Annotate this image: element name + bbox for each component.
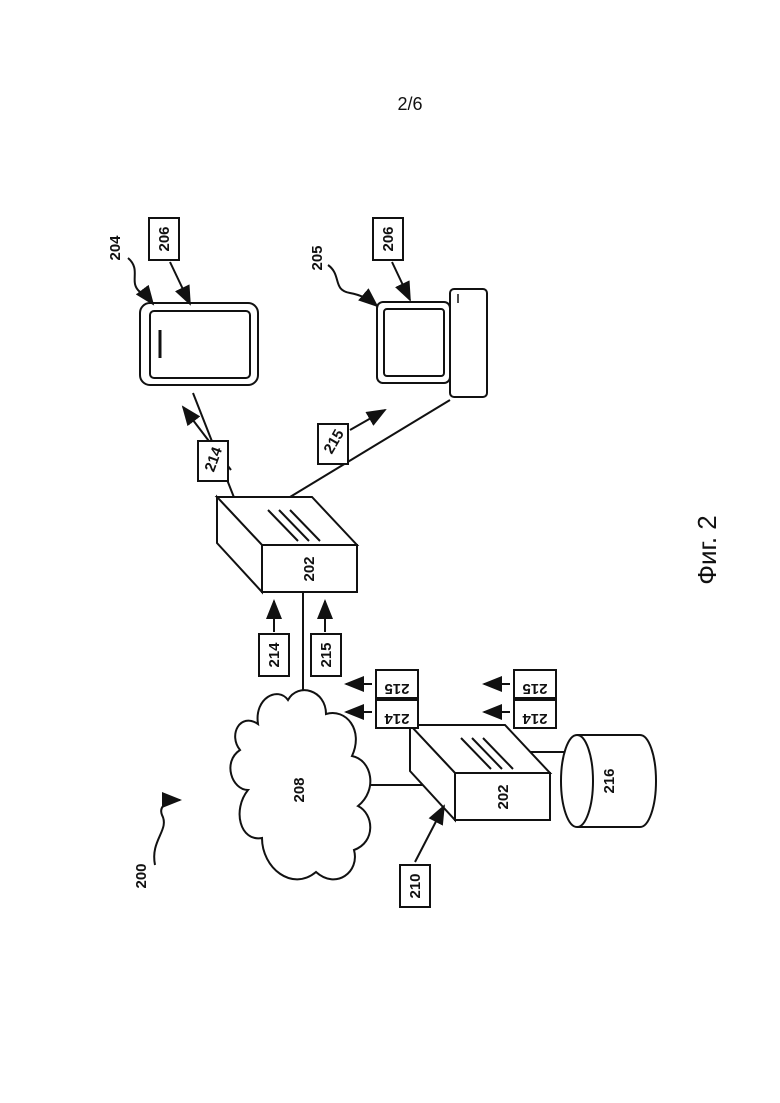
figure-caption: Фиг. 2 (692, 515, 722, 585)
desktop-computer-icon (377, 289, 487, 397)
source-pointer-arrow (415, 806, 444, 862)
label-mobile-device: 204 (107, 235, 124, 261)
label-message-b: 215 (522, 680, 547, 697)
label-message-a: 214 (384, 710, 410, 727)
label-source: 210 (407, 873, 424, 898)
label-display: 206 (156, 226, 173, 251)
display-pointer-arrow (392, 262, 410, 300)
label-message-a: 214 (522, 710, 548, 727)
label-database: 216 (601, 768, 618, 793)
arrow-icon (350, 410, 385, 430)
label-server: 202 (495, 784, 512, 809)
desktop-device-pointer-arrow (328, 265, 377, 306)
label-display: 206 (380, 226, 397, 251)
label-server: 202 (301, 556, 318, 581)
tablet-icon (140, 303, 258, 385)
server-icon (217, 497, 357, 592)
mobile-device-pointer-arrow (128, 258, 153, 304)
label-network: 208 (291, 777, 308, 802)
label-desktop-device: 205 (309, 245, 326, 270)
label-message-b: 215 (384, 680, 409, 697)
label-system: 200 (133, 863, 150, 888)
system-pointer-arrow (154, 800, 180, 865)
display-pointer-arrow (170, 262, 190, 304)
server-icon (410, 725, 550, 820)
label-message-a: 214 (266, 642, 283, 668)
label-message-b: 215 (318, 642, 335, 667)
